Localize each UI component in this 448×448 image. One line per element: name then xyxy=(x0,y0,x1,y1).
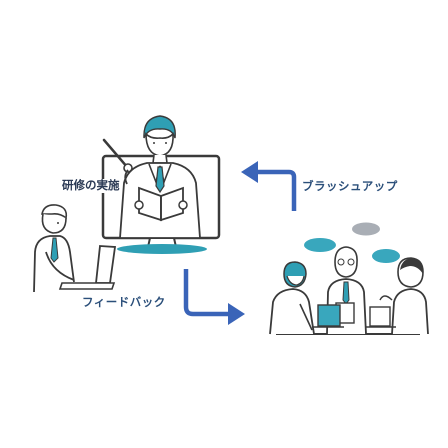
group-meeting-illustration xyxy=(269,222,429,335)
feedback-arrow xyxy=(183,269,245,325)
label-brushup: ブラッシュアップ xyxy=(302,179,398,193)
brushup-arrow xyxy=(241,161,297,211)
speech-bubble-gray xyxy=(352,222,380,236)
label-feedback: フィードバック xyxy=(82,295,166,309)
speech-bubble-teal-right xyxy=(372,249,400,263)
laptop-user-illustration xyxy=(33,204,117,293)
speech-bubble-teal-left xyxy=(304,238,336,252)
online-instructor-monitor-illustration xyxy=(101,115,221,254)
label-training: 研修の実施 xyxy=(60,178,122,193)
